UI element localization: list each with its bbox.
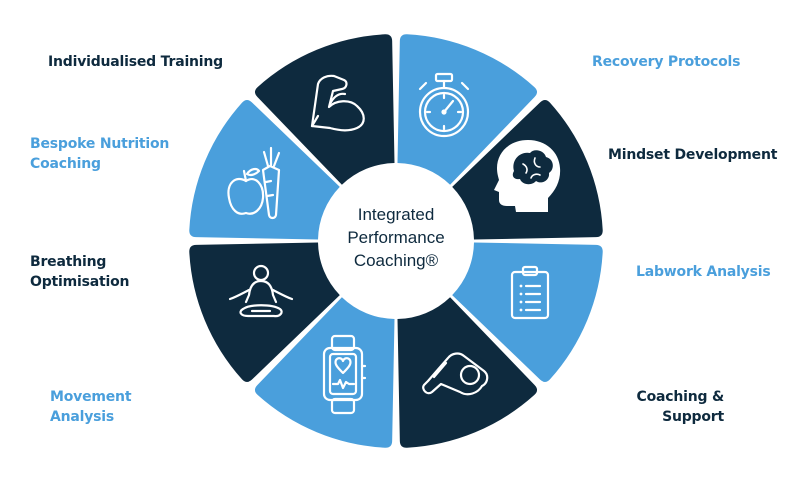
center-title-line-1: Integrated — [357, 205, 435, 224]
head-brain-icon — [494, 140, 561, 212]
apple-carrot-icon — [227, 146, 281, 220]
label-labwork-analysis: Labwork Analysis — [636, 264, 771, 280]
smartwatch-icon — [322, 334, 367, 415]
center-title-line-2: Performance — [347, 228, 445, 247]
meditation-icon — [228, 264, 294, 318]
segment-training — [254, 34, 395, 185]
label-coaching-support: Coaching & Support — [636, 389, 725, 425]
segment-coaching — [397, 297, 538, 448]
flexed-arm-icon — [310, 74, 365, 132]
label-bespoke-nutrition-coaching: Bespoke Nutrition Coaching — [30, 136, 170, 172]
stopwatch-pivot — [441, 109, 447, 115]
segment-breathing — [189, 242, 340, 383]
center-title-line-3: Coaching® — [353, 251, 439, 270]
label-movement-analysis: Movement Analysis — [50, 389, 132, 425]
label-individualised-training: Individualised Training — [48, 54, 223, 70]
label-breathing-optimisation: Breathing Optimisation — [30, 254, 130, 290]
stopwatch-icon — [418, 72, 470, 138]
label-mindset-development: Mindset Development — [608, 147, 778, 163]
label-recovery-protocols: Recovery Protocols — [592, 54, 741, 70]
segment-labwork — [452, 242, 603, 383]
center-title: Integrated Performance Coaching® — [321, 203, 471, 272]
whistle-icon — [422, 352, 489, 396]
clipboard-icon — [510, 265, 550, 320]
